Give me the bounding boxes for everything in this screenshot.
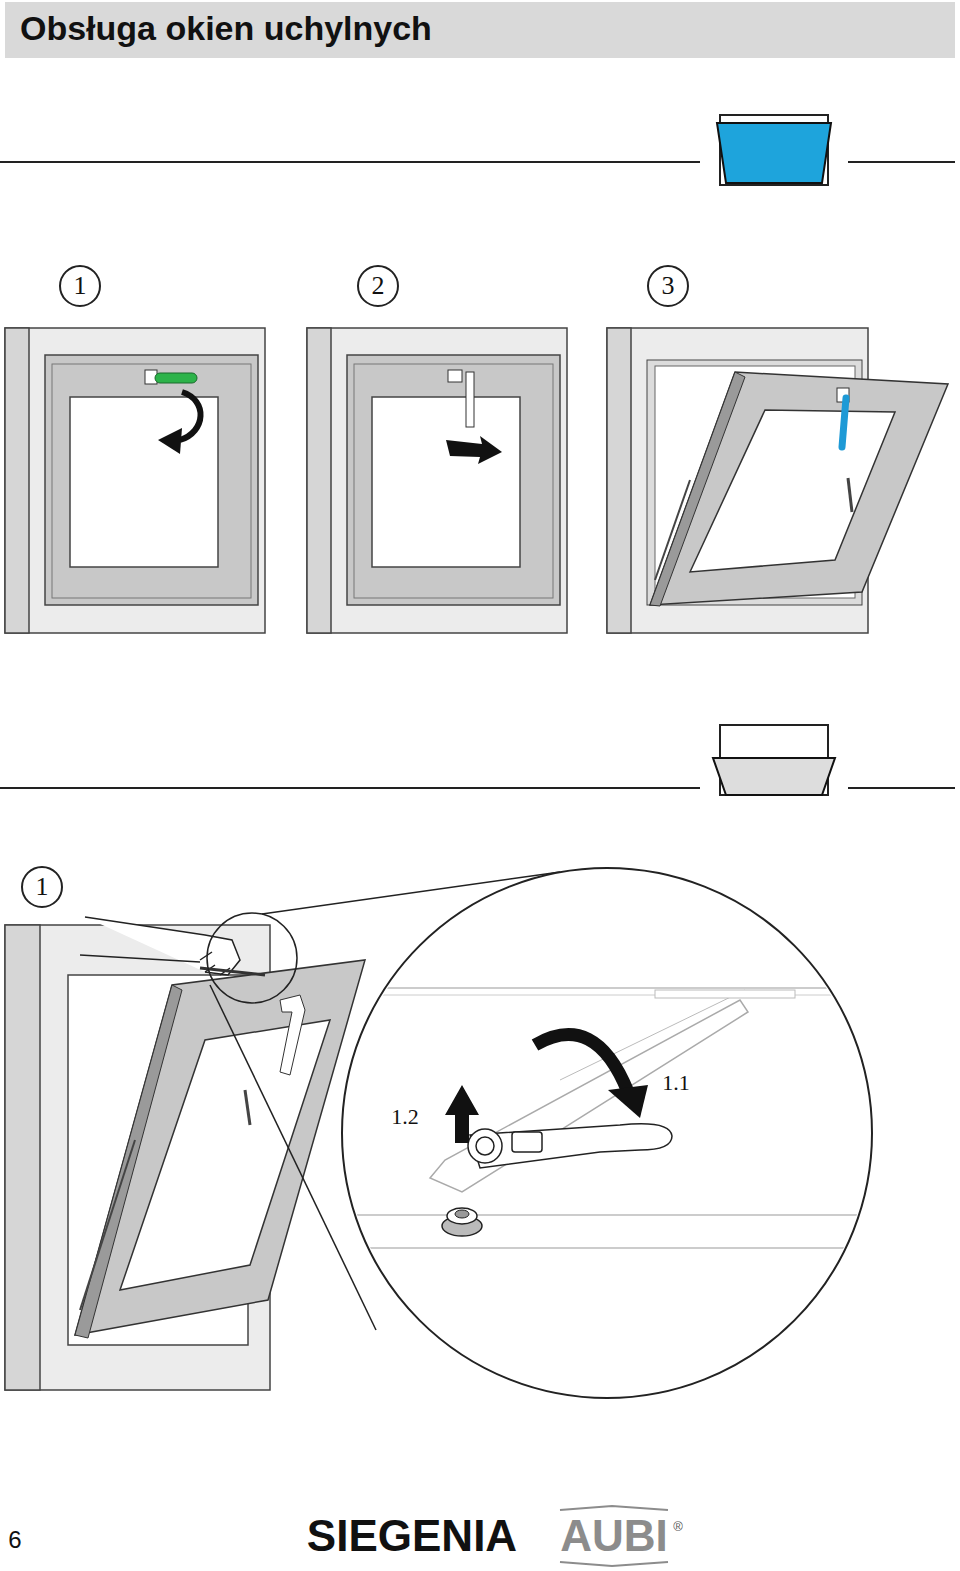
step-number: 1: [74, 273, 87, 299]
callout-number: 1.1: [662, 1072, 690, 1094]
page-title: Obsługa okien uchylnych: [20, 10, 432, 47]
step-number: 1: [36, 874, 49, 900]
logo-lines: [560, 1506, 668, 1566]
step-circle: 3: [647, 265, 689, 307]
tilt-open-icon: [713, 725, 835, 795]
page-number: 6: [8, 1528, 21, 1552]
step-circle: 1: [59, 265, 101, 307]
detail-magnifier: [207, 868, 872, 1398]
brand-name: AUBI: [560, 1514, 668, 1558]
brand-name: SIEGENIA: [307, 1514, 517, 1558]
title-band: [5, 2, 955, 58]
callout-number: 1.2: [391, 1106, 419, 1128]
window-tilted: [607, 328, 948, 633]
step-number: 2: [372, 273, 385, 299]
step-number: 3: [662, 273, 675, 299]
window-closed: [5, 328, 265, 633]
step-circle: 1: [21, 866, 63, 908]
trademark-sign: ®: [673, 1520, 683, 1533]
step-circle: 2: [357, 265, 399, 307]
window-handle-down: [307, 328, 567, 633]
window-tilted-large: [5, 917, 365, 1390]
tilt-closed-icon: [717, 115, 831, 185]
